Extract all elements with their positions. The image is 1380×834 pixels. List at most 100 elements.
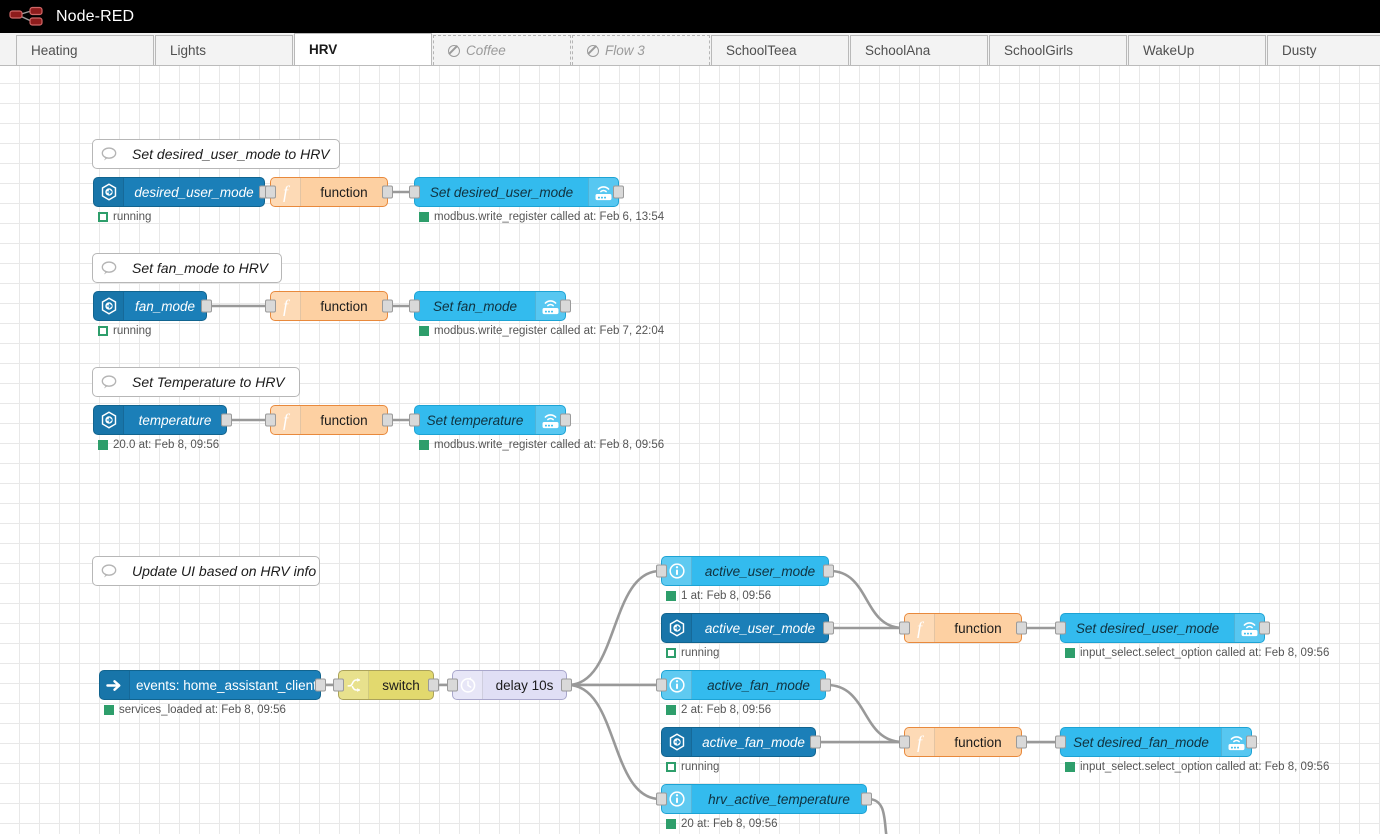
node-output-port[interactable] bbox=[382, 299, 393, 313]
node-input-port[interactable] bbox=[1055, 621, 1066, 635]
node-output-port[interactable] bbox=[382, 185, 393, 199]
node-output-port[interactable] bbox=[820, 678, 831, 692]
node-input-port[interactable] bbox=[265, 185, 276, 199]
node-input-port[interactable] bbox=[656, 564, 667, 578]
node-output-port[interactable] bbox=[428, 678, 439, 692]
flow-node-n21[interactable]: hrv_active_temperature bbox=[656, 784, 872, 814]
arrow-right-icon bbox=[100, 671, 130, 699]
flow-node-n6[interactable]: Set fan_mode bbox=[409, 291, 571, 321]
wire-n13-n15 bbox=[829, 569, 904, 630]
flow-node-n16[interactable]: Set desired_user_mode bbox=[1055, 613, 1270, 643]
status-dot-icon bbox=[104, 705, 114, 715]
node-output-port[interactable] bbox=[561, 678, 572, 692]
svg-text:f: f bbox=[917, 733, 925, 752]
flow-node-n4[interactable]: fan_mode bbox=[93, 291, 212, 321]
node-output-port[interactable] bbox=[1016, 735, 1027, 749]
comment-node-c3[interactable]: Set Temperature to HRV bbox=[92, 367, 300, 397]
ha-entity-icon bbox=[662, 614, 692, 642]
node-output-port[interactable] bbox=[201, 299, 212, 313]
node-output-port[interactable] bbox=[810, 735, 821, 749]
flow-node-n20[interactable]: Set desired_fan_mode bbox=[1055, 727, 1257, 757]
app-header: Node-RED bbox=[0, 0, 1380, 33]
flow-node-n10[interactable]: events: home_assistant_client bbox=[99, 670, 326, 700]
flow-tab-lights[interactable]: Lights bbox=[155, 35, 293, 65]
flow-node-n9[interactable]: Set temperature bbox=[409, 405, 571, 435]
flow-node-n14[interactable]: active_user_mode bbox=[661, 613, 834, 643]
node-output-port[interactable] bbox=[560, 299, 571, 313]
node-output-port[interactable] bbox=[221, 413, 232, 427]
node-label: Set desired_fan_mode bbox=[1073, 734, 1209, 750]
comment-node-c4[interactable]: Update UI based on HRV info bbox=[92, 556, 320, 586]
flow-tab-schoolteea[interactable]: SchoolTeea bbox=[711, 35, 849, 65]
flow-node-n13[interactable]: active_user_mode bbox=[656, 556, 834, 586]
node-input-port[interactable] bbox=[333, 678, 344, 692]
node-output-port[interactable] bbox=[1016, 621, 1027, 635]
node-label: function bbox=[320, 298, 368, 314]
node-label: fan_mode bbox=[134, 298, 196, 314]
node-input-port[interactable] bbox=[409, 299, 420, 313]
comment-node-c2[interactable]: Set fan_mode to HRV bbox=[92, 253, 282, 283]
flow-node-n11[interactable]: switch bbox=[333, 670, 439, 700]
node-input-port[interactable] bbox=[409, 185, 420, 199]
node-status-n4: running bbox=[98, 325, 151, 337]
node-output-port[interactable] bbox=[613, 185, 624, 199]
node-output-port[interactable] bbox=[382, 413, 393, 427]
node-status-text: running bbox=[681, 647, 720, 659]
flow-node-n1[interactable]: desired_user_mode bbox=[93, 177, 270, 207]
node-output-port[interactable] bbox=[861, 792, 872, 806]
node-output-port[interactable] bbox=[1246, 735, 1257, 749]
flow-tab-label: SchoolAna bbox=[865, 43, 931, 58]
clock-icon bbox=[453, 671, 483, 699]
flow-tab-flow-3[interactable]: Flow 3 bbox=[572, 35, 710, 65]
comment-node-c1[interactable]: Set desired_user_mode to HRV bbox=[92, 139, 340, 169]
node-input-port[interactable] bbox=[409, 413, 420, 427]
node-output-port[interactable] bbox=[560, 413, 571, 427]
flow-node-n18[interactable]: active_fan_mode bbox=[661, 727, 821, 757]
node-output-port[interactable] bbox=[823, 621, 834, 635]
node-label: Set desired_user_mode bbox=[429, 184, 574, 200]
node-input-port[interactable] bbox=[447, 678, 458, 692]
node-status-n9: modbus.write_register called at: Feb 8, … bbox=[419, 439, 664, 451]
flow-node-n12[interactable]: delay 10s bbox=[447, 670, 572, 700]
flow-tab-hrv[interactable]: HRV bbox=[294, 33, 432, 65]
flow-tab-label: WakeUp bbox=[1143, 43, 1195, 58]
flow-node-n3[interactable]: Set desired_user_mode bbox=[409, 177, 624, 207]
flow-tab-wakeup[interactable]: WakeUp bbox=[1128, 35, 1266, 65]
node-output-port[interactable] bbox=[1259, 621, 1270, 635]
switch-branch-icon bbox=[339, 671, 369, 699]
flow-tab-heating[interactable]: Heating bbox=[16, 35, 154, 65]
flow-tab-dusty[interactable]: Dusty bbox=[1267, 35, 1380, 65]
node-status-text: 1 at: Feb 8, 09:56 bbox=[681, 590, 772, 602]
flow-tab-schoolana[interactable]: SchoolAna bbox=[850, 35, 988, 65]
node-output-port[interactable] bbox=[823, 564, 834, 578]
node-status-text: modbus.write_register called at: Feb 6, … bbox=[434, 211, 665, 223]
node-input-port[interactable] bbox=[1055, 735, 1066, 749]
node-input-port[interactable] bbox=[656, 678, 667, 692]
node-output-port[interactable] bbox=[315, 678, 326, 692]
node-input-port[interactable] bbox=[265, 299, 276, 313]
node-label: events: home_assistant_client bbox=[136, 677, 317, 693]
flow-tab-coffee[interactable]: Coffee bbox=[433, 35, 571, 65]
node-label: desired_user_mode bbox=[134, 184, 254, 200]
node-label: delay 10s bbox=[495, 677, 554, 693]
ha-service-router-icon bbox=[588, 178, 618, 206]
flow-tab-label: Coffee bbox=[466, 43, 506, 58]
function-f-icon: f bbox=[271, 406, 301, 434]
flow-node-n7[interactable]: temperature bbox=[93, 405, 232, 435]
node-input-port[interactable] bbox=[899, 735, 910, 749]
flow-tab-schoolgirls[interactable]: SchoolGirls bbox=[989, 35, 1127, 65]
node-status-n1: running bbox=[98, 211, 151, 223]
node-status-text: input_select.select_option called at: Fe… bbox=[1080, 647, 1330, 659]
flow-node-n17[interactable]: active_fan_mode bbox=[656, 670, 831, 700]
node-input-port[interactable] bbox=[656, 792, 667, 806]
node-input-port[interactable] bbox=[265, 413, 276, 427]
flow-tab-label: HRV bbox=[309, 42, 338, 57]
node-input-port[interactable] bbox=[899, 621, 910, 635]
